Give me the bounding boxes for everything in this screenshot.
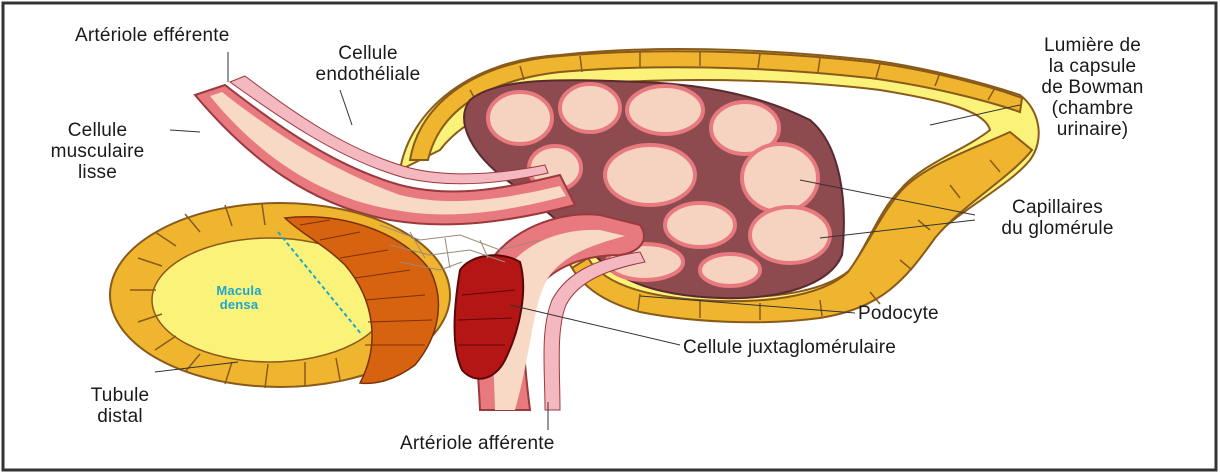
label-lumiere-capsule: Lumière de la capsule de Bowman (chambre… [1010,35,1175,140]
label-podocyte: Podocyte [858,303,939,324]
label-arteriole-afferente: Artériole afférente [400,433,554,454]
leader-muscle [170,130,200,132]
label-cellule-musculaire-lisse: Cellule musculaire lisse [40,120,155,183]
leader-endothelial [340,90,352,125]
label-macula-densa: Macula densa [205,284,273,312]
label-cellule-endotheliale: Cellule endothéliale [288,43,448,85]
label-cellule-juxtaglomerulaire: Cellule juxtaglomérulaire [683,337,896,358]
label-tubule-distal: Tubule distal [75,385,165,427]
label-capillaires-glomerule: Capillaires du glomérule [970,197,1145,239]
label-arteriole-efferente: Artériole efférente [75,25,229,46]
